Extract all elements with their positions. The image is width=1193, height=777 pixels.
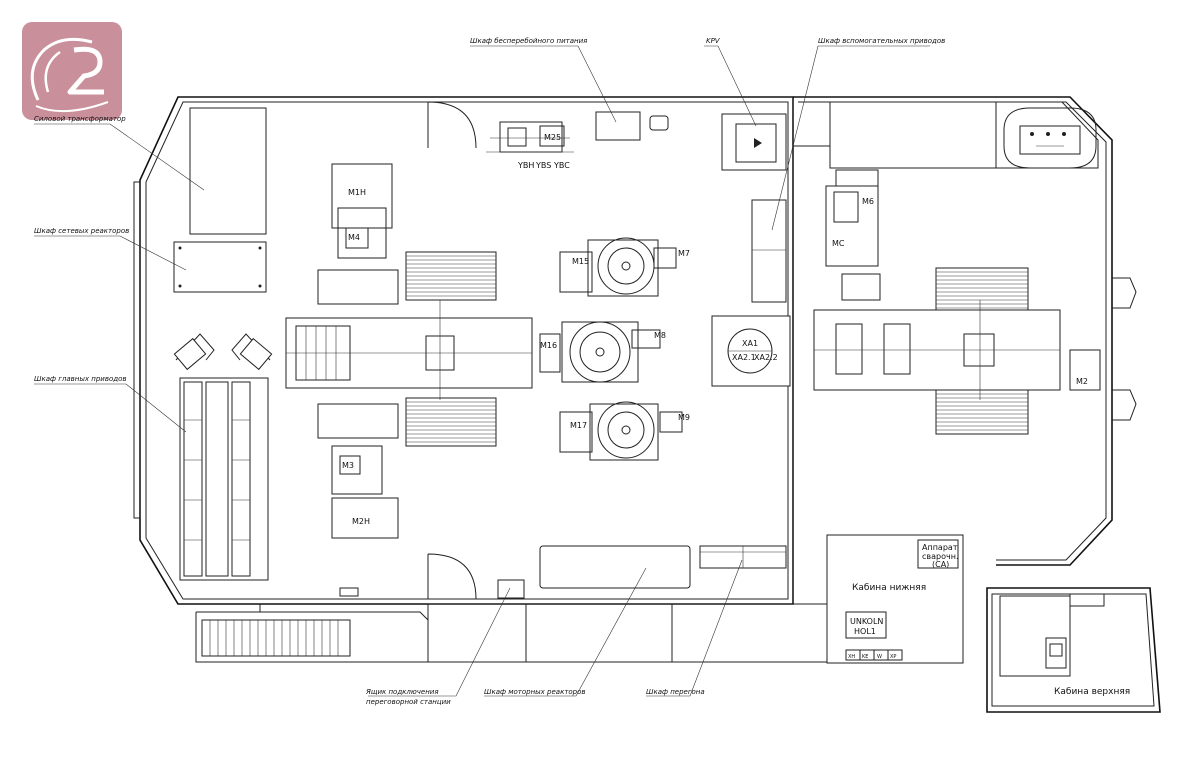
aux-drives-cabinet	[751, 199, 787, 303]
comp-m3: M3	[342, 461, 354, 470]
comp-xa2-1: XA2.1	[732, 353, 756, 362]
comp-ybh: YBH	[517, 161, 534, 170]
label-junction-box-2: переговорной станции	[366, 698, 451, 706]
comp-m7: M7	[678, 249, 690, 258]
panel-button-2: KE	[862, 654, 868, 660]
component-labels: M1H M4 M2H M3 M15 M16 M17 M7 M8 M9 M6 MC…	[342, 133, 1088, 526]
comp-m4: M4	[348, 233, 360, 242]
panel-button-3: W	[877, 654, 882, 660]
comp-m9: M9	[678, 413, 690, 422]
label-kpv: KPV	[706, 37, 721, 45]
leader-lines	[34, 45, 930, 697]
right-nose-outline	[793, 96, 1137, 566]
label-upper-cabin: Кабина верхняя	[1054, 687, 1130, 697]
xa-cabinet	[711, 315, 791, 387]
label-welder-3: (СА)	[932, 560, 949, 569]
line-reactor-cabinet	[173, 241, 267, 293]
label-transfer-cabinet: Шкаф перегона	[646, 688, 705, 696]
motor-reactors-cabinet	[539, 545, 691, 589]
comp-m6: M6	[862, 197, 874, 206]
comp-xa2-2: XA2.2	[754, 353, 778, 362]
comp-m2h: M2H	[352, 517, 370, 526]
cabin-labels: Кабина нижняя Кабина верхняя Аппарат сва…	[848, 543, 1130, 697]
bottom-platform	[195, 603, 829, 663]
comp-xa1: XA1	[742, 339, 758, 348]
comp-m2: M2	[1076, 377, 1088, 386]
door-top	[427, 101, 477, 149]
comp-ybc: YBC	[553, 161, 570, 170]
comp-m16: M16	[540, 341, 557, 350]
label-ups-cabinet: Шкаф бесперебойного питания	[470, 37, 587, 45]
traction-transformer-box	[189, 107, 267, 235]
label-lower-cabin: Кабина нижняя	[852, 583, 926, 593]
label-welder-1: Аппарат	[922, 543, 958, 552]
aux-compressor-group	[486, 121, 574, 153]
callout-labels: Силовой трансформатор Шкаф сетевых реакт…	[34, 37, 945, 706]
comp-m25: M25	[544, 133, 561, 142]
comp-ybs: YBS	[535, 161, 551, 170]
aux-motor-group-top	[559, 237, 677, 297]
bogie-2	[813, 169, 1101, 435]
label-junction-box-1: Ящик подключения	[365, 688, 439, 696]
rail-logo-icon	[22, 22, 122, 120]
aux-motor-group-mid	[539, 321, 661, 383]
label-unkoln-2: HOL1	[854, 627, 876, 636]
kpv-unit	[721, 113, 787, 171]
upper-cabin	[986, 587, 1161, 713]
label-traction-transformer: Силовой трансформатор	[34, 115, 126, 123]
comp-m1h: M1H	[348, 188, 366, 197]
bogie-1	[285, 163, 533, 539]
label-main-drives: Шкаф главных приводов	[34, 375, 126, 383]
comp-m15: M15	[572, 257, 589, 266]
label-welder-2: сварочн.	[922, 552, 959, 561]
comp-m8: M8	[654, 331, 666, 340]
label-motor-reactors: Шкаф моторных реакторов	[484, 688, 586, 696]
door-bottom	[427, 553, 477, 600]
comp-m17: M17	[570, 421, 587, 430]
ups-cabinet-box	[595, 111, 641, 141]
main-drives-cabinet	[173, 333, 273, 581]
label-unkoln-1: UNKOLN	[850, 617, 883, 626]
panel-button-4: XP	[890, 654, 896, 660]
aux-motor-group-bottom	[559, 401, 683, 461]
label-aux-drives: Шкаф вспомогательных приводов	[818, 37, 945, 45]
panel-button-1: XH	[848, 654, 855, 660]
lower-cabin	[826, 534, 964, 664]
label-line-reactors: Шкаф сетевых реакторов	[34, 227, 129, 235]
comp-mc: MC	[832, 239, 845, 248]
